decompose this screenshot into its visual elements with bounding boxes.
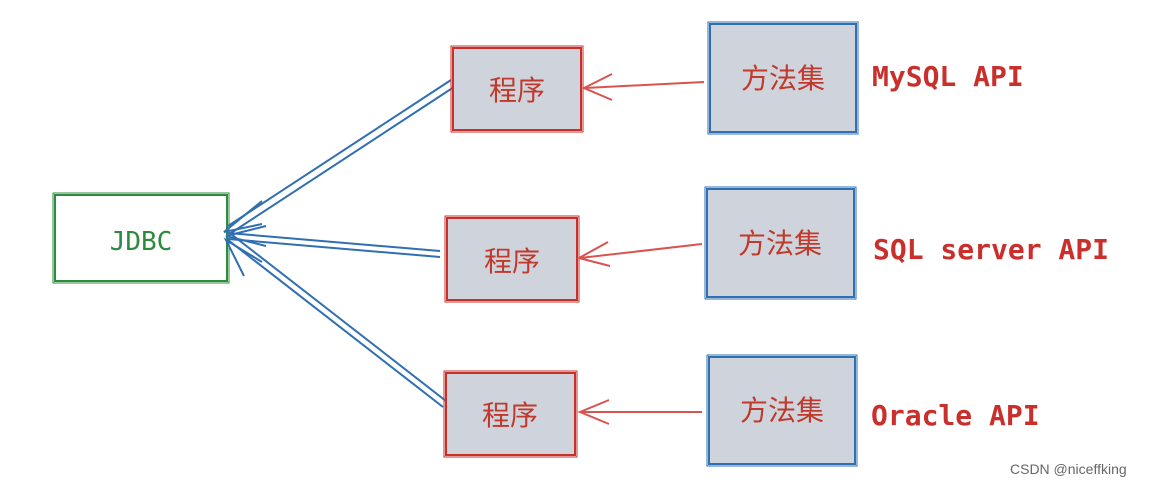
program-label-3: 程序 bbox=[482, 399, 538, 432]
methods-box-2: 方法集 bbox=[704, 186, 857, 300]
program-box-1: 程序 bbox=[450, 45, 584, 133]
blue-arrows bbox=[223, 79, 455, 408]
jdbc-arrowheads bbox=[223, 200, 267, 277]
api-label-sqlserver: SQL server API bbox=[873, 233, 1109, 266]
arrow-methods1-to-program1 bbox=[581, 73, 705, 101]
program-label-1: 程序 bbox=[489, 74, 545, 107]
watermark: CSDN @niceffking bbox=[1010, 461, 1127, 477]
red-arrows bbox=[576, 73, 705, 425]
arrow-program3-to-jdbc bbox=[227, 233, 447, 408]
methods-box-1: 方法集 bbox=[707, 21, 859, 135]
methods-box-3: 方法集 bbox=[706, 354, 858, 467]
arrow-program1-to-jdbc bbox=[227, 79, 455, 234]
program-box-3: 程序 bbox=[443, 370, 578, 458]
methods-label-1: 方法集 bbox=[741, 62, 825, 95]
api-label-mysql: MySQL API bbox=[872, 60, 1024, 93]
program-box-2: 程序 bbox=[444, 215, 580, 303]
methods-label-2: 方法集 bbox=[738, 227, 822, 260]
program-label-2: 程序 bbox=[484, 245, 540, 278]
methods-label-3: 方法集 bbox=[740, 394, 824, 427]
arrow-methods3-to-program3 bbox=[577, 399, 702, 425]
jdbc-box: JDBC bbox=[52, 192, 230, 284]
api-label-oracle: Oracle API bbox=[871, 399, 1040, 432]
arrow-methods2-to-program2 bbox=[576, 241, 703, 267]
arrow-program2-to-jdbc bbox=[227, 232, 441, 258]
jdbc-label: JDBC bbox=[110, 227, 173, 257]
